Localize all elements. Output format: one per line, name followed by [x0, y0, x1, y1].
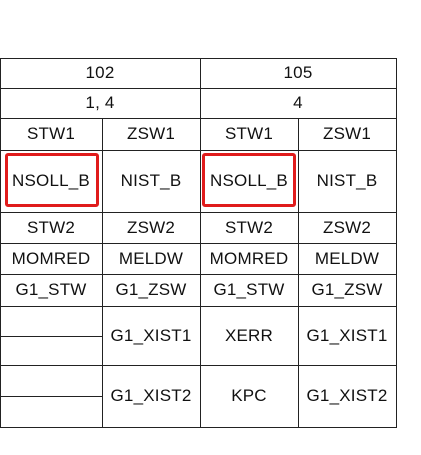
table-cell: XERR: [224, 325, 274, 345]
table-rule: [0, 365, 396, 366]
table-rule: [0, 274, 396, 275]
table-cell: NIST_B: [120, 171, 182, 190]
table-rule: [0, 118, 396, 119]
table-cell: G1_XIST2: [306, 386, 388, 405]
table-rule: [396, 58, 397, 428]
table-cell: ZSW1: [126, 124, 176, 143]
table-cell: STW1: [224, 124, 274, 143]
table-rule: [298, 118, 299, 428]
highlight-box: [202, 153, 296, 207]
table-cell: G1_STW: [213, 280, 285, 299]
subheader-left: 1, 4: [85, 93, 115, 112]
table-cell: G1_STW: [15, 280, 87, 299]
subheader-right: 4: [293, 93, 303, 112]
table-cell: STW2: [224, 217, 274, 237]
table-rule: [0, 306, 396, 307]
table-cell: G1_ZSW: [311, 280, 383, 299]
table-cell: STW2: [26, 217, 76, 237]
table-cell: [0, 365, 102, 427]
table-cell: G1_XIST2: [110, 386, 192, 405]
column-header-105: 105: [283, 63, 313, 82]
table-rule: [0, 58, 1, 428]
table-cell: MELDW: [118, 248, 184, 268]
table-cell: G1_ZSW: [115, 280, 187, 299]
table-rule: [0, 336, 102, 337]
table-cell: G1_XIST1: [110, 325, 192, 345]
table-rule: [0, 58, 396, 59]
table-cell: MOMRED: [209, 248, 289, 268]
table-rule: [0, 212, 396, 213]
table-rule: [0, 88, 396, 89]
table-cell: ZSW2: [322, 217, 372, 237]
table-rule: [0, 396, 102, 397]
table-cell: NIST_B: [316, 171, 378, 190]
table-cell: G1_XIST1: [306, 325, 388, 345]
table-cell: [0, 306, 102, 365]
table-rule: [102, 118, 103, 428]
table-cell: NSOLL_B: [12, 171, 90, 190]
column-header-102: 102: [85, 63, 115, 82]
table-rule: [0, 150, 396, 151]
table-cell: MOMRED: [11, 248, 91, 268]
table-cell: ZSW2: [126, 217, 176, 237]
table-rule: [0, 243, 396, 244]
table-rule: [200, 58, 201, 428]
table-cell: MELDW: [314, 248, 380, 268]
table-cell: ZSW1: [322, 124, 372, 143]
table-cell: KPC: [231, 386, 267, 405]
table-cell: STW1: [26, 124, 76, 143]
highlight-box: [5, 153, 99, 207]
table-cell: NSOLL_B: [210, 171, 288, 190]
table-rule: [0, 427, 396, 428]
